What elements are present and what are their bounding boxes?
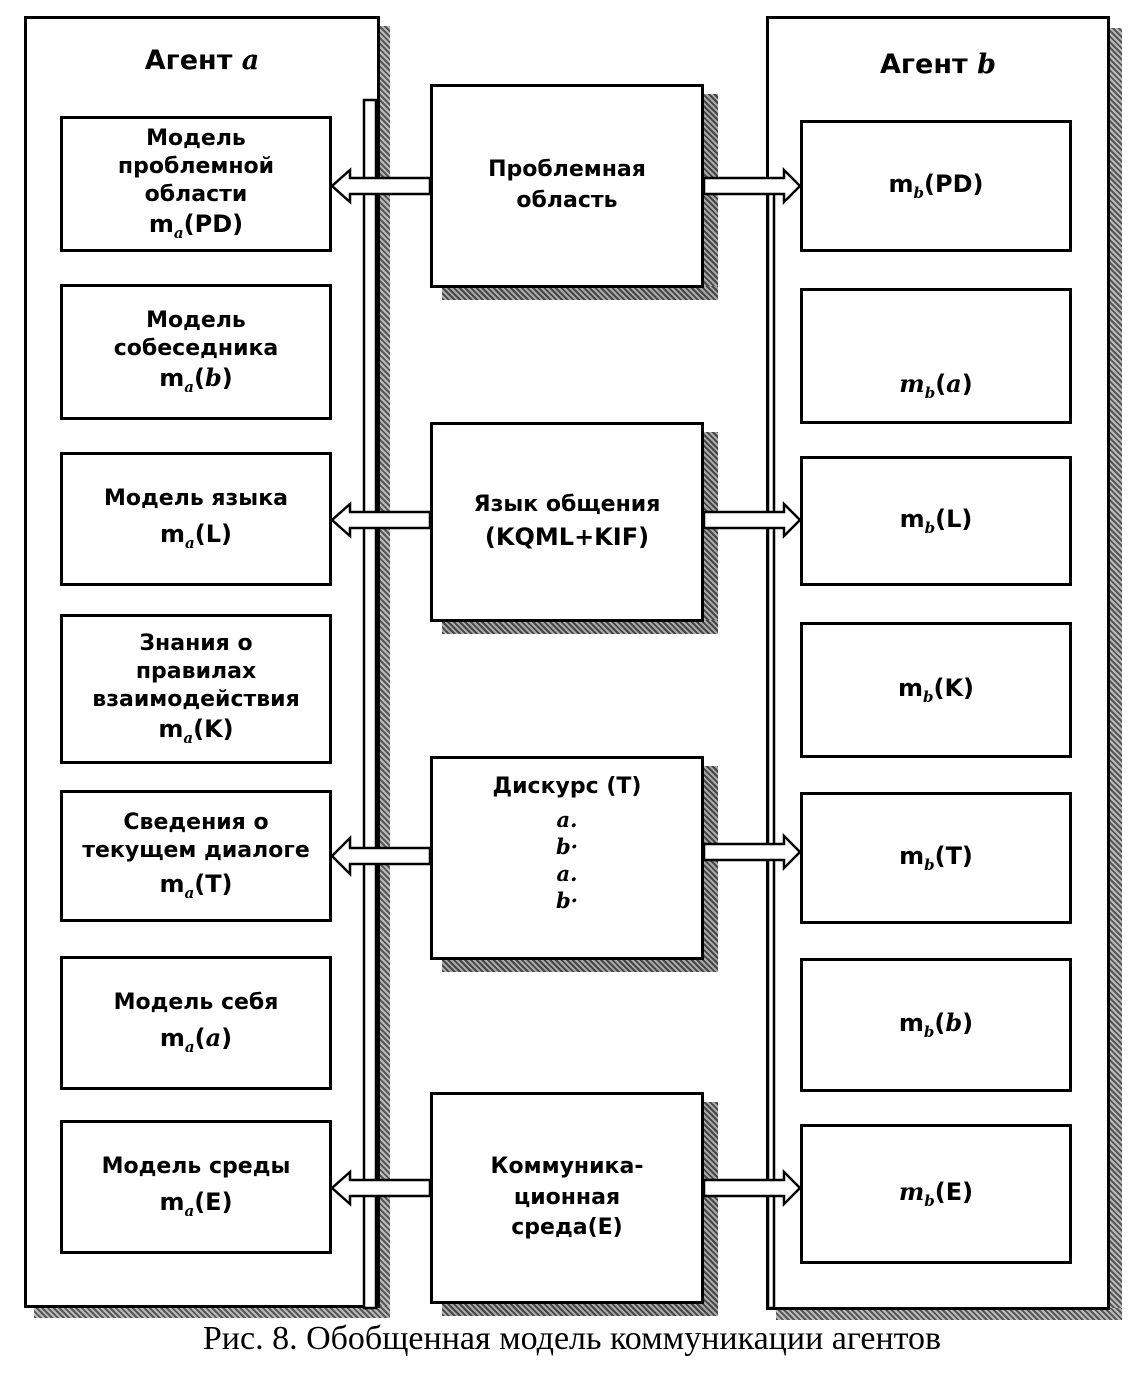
comm-env-shadow-right xyxy=(702,1102,718,1316)
discourse-shadow-bottom xyxy=(442,958,718,972)
model-interlocutor-box: Модель собеседника ma(b) xyxy=(60,284,332,420)
comm-env-line: Коммуника- xyxy=(490,1153,644,1179)
symbol-ma-e: ma(E) xyxy=(159,1188,233,1220)
self-model-box: Модель себя ma(a) xyxy=(60,956,332,1090)
agent-b-panel-shadow xyxy=(1108,28,1122,1320)
comm-env-line: среда(E) xyxy=(511,1215,623,1241)
symbol-mb-e: mb(E) xyxy=(898,1177,974,1210)
agent-b-panel-shadow-bottom xyxy=(776,1308,1122,1320)
discourse-box: Дискурс (T) a. b· a. b· xyxy=(430,756,704,960)
discourse-title: Дискурс (T) xyxy=(492,774,642,799)
environment-model-box: Модель среды ma(E) xyxy=(60,1120,332,1254)
symbol-ma-t: ma(T) xyxy=(159,870,233,902)
discourse-line: b· xyxy=(556,833,578,859)
symbol-ma-a: ma(a) xyxy=(159,1023,233,1056)
box-label-line: проблемной xyxy=(117,153,275,179)
mb-b-box: mb(b) xyxy=(800,958,1072,1092)
agent-a-title: Агент a xyxy=(144,45,260,76)
agent-a-panel-shadow xyxy=(378,26,390,1316)
problem-area-line: область xyxy=(516,188,618,213)
box-label-line: текущем диалоге xyxy=(82,838,310,863)
mb-a-box: mb(a) xyxy=(800,288,1072,424)
symbol-ma-k: ma(K) xyxy=(158,715,234,748)
problem-area-line: Проблемная xyxy=(488,157,646,183)
box-label-line: Модель xyxy=(146,125,246,151)
figure-caption: Рис. 8. Обобщенная модель коммуникации а… xyxy=(202,1320,942,1357)
problem-area-shadow-bottom xyxy=(442,286,718,300)
discourse-line: b· xyxy=(556,888,578,914)
problem-area-shadow-right xyxy=(702,94,718,298)
discourse-line: a. xyxy=(556,861,578,887)
box-label-line: области xyxy=(144,182,248,208)
symbol-mb-a: mb(a) xyxy=(899,369,973,402)
model-language-box: Модель языка ma(L) xyxy=(60,452,332,586)
box-label-line: Знания о xyxy=(139,630,253,656)
agent-b-title: Агент b xyxy=(880,49,996,80)
language-shadow-right xyxy=(702,432,718,632)
agent-a-panel-shadow-bottom xyxy=(34,1306,390,1318)
problem-area-box: Проблемная область xyxy=(430,84,704,288)
mb-k-box: mb(K) xyxy=(800,622,1072,758)
discourse-shadow-right xyxy=(702,766,718,972)
box-label-line: взаимодействия xyxy=(92,687,300,713)
language-line: (KQML+KIF) xyxy=(484,522,650,551)
discourse-line: a. xyxy=(556,806,578,832)
symbol-mb-l: mb(L) xyxy=(899,505,973,537)
symbol-mb-k: mb(K) xyxy=(897,674,975,706)
comm-env-shadow-bottom xyxy=(442,1302,718,1316)
interaction-rules-box: Знания о правилах взаимодействия ma(K) xyxy=(60,614,332,764)
box-label-line: Модель xyxy=(146,307,246,333)
symbol-ma-pd: ma(PD) xyxy=(148,210,244,243)
box-label-line: правилах xyxy=(135,658,257,684)
comm-env-line: ционная xyxy=(513,1184,621,1210)
symbol-mb-t: mb(T) xyxy=(899,842,973,874)
symbol-mb-pd: mb(PD) xyxy=(888,170,984,202)
mb-pd-box: mb(PD) xyxy=(800,120,1072,252)
mb-t-box: mb(T) xyxy=(800,792,1072,924)
box-label-line: собеседника xyxy=(113,336,279,361)
symbol-ma-l: ma(L) xyxy=(160,520,232,552)
box-label-line: Модель среды xyxy=(101,1153,291,1179)
box-label-line: Сведения о xyxy=(123,809,269,835)
language-shadow-bottom xyxy=(442,620,718,634)
communication-language-box: Язык общения (KQML+KIF) xyxy=(430,422,704,622)
language-line: Язык общения xyxy=(473,491,661,517)
communication-environment-box: Коммуника- ционная среда(E) xyxy=(430,1092,704,1304)
model-problem-domain-box: Модель проблемной области ma(PD) xyxy=(60,116,332,252)
symbol-mb-b: mb(b) xyxy=(898,1008,974,1041)
current-dialogue-box: Сведения о текущем диалоге ma(T) xyxy=(60,790,332,922)
box-label-line: Модель себя xyxy=(113,989,279,1015)
box-label-line: Модель языка xyxy=(104,485,288,511)
mb-l-box: mb(L) xyxy=(800,456,1072,586)
mb-e-box: mb(E) xyxy=(800,1124,1072,1264)
symbol-ma-b: ma(b) xyxy=(159,363,233,396)
